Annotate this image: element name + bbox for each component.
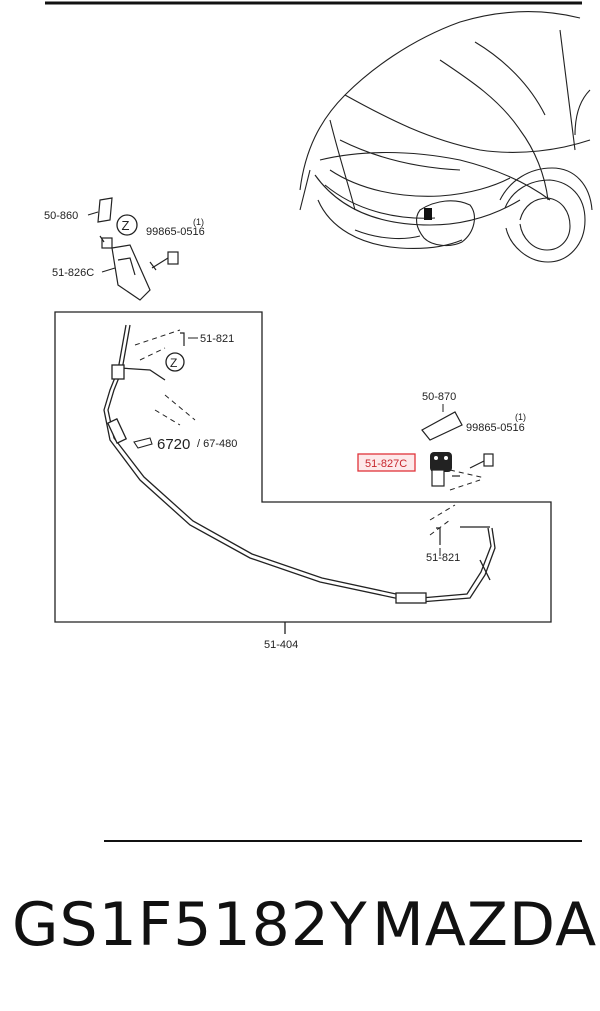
cover-50-870 xyxy=(421,411,463,441)
part-number: GS1F5182Y xyxy=(12,890,368,960)
label-51-821-lower: 51-821 xyxy=(426,552,460,564)
nozzle-51-827c xyxy=(430,452,460,487)
bolt-top xyxy=(149,251,179,271)
zoom-marker-middle: Z xyxy=(165,352,185,372)
svg-text:Z: Z xyxy=(170,356,177,370)
brand-name: MAZDA xyxy=(372,890,598,960)
label-bolt-top-qty: (1) xyxy=(193,217,204,227)
clip-51-821-upper xyxy=(180,332,185,346)
label-51-404: 51-404 xyxy=(264,639,298,651)
bracket-50-860 xyxy=(87,197,113,223)
nozzle-51-826c xyxy=(99,235,151,301)
label-bolt-top-part: 99865-0516 xyxy=(146,226,205,238)
label-50-870: 50-870 xyxy=(422,391,456,403)
label-bolt-right-part: 99865-0516 xyxy=(466,422,525,434)
label-6720: 6720 xyxy=(157,436,190,453)
dashed-leaders xyxy=(134,329,486,536)
car-front-illustration xyxy=(299,11,593,263)
label-51-821-upper: 51-821 xyxy=(200,333,234,345)
label-67-480: / 67-480 xyxy=(197,438,237,450)
clip-51-821-lower xyxy=(436,527,441,545)
label-bolt-right-qty: (1) xyxy=(515,412,526,422)
hose-group-border xyxy=(54,311,552,623)
grommet-ref-icon xyxy=(133,437,153,449)
svg-text:Z: Z xyxy=(122,218,130,233)
label-51-827c: 51-827C xyxy=(365,458,407,470)
washer-hose-51-404 xyxy=(103,324,496,604)
bolt-right xyxy=(469,453,494,469)
zoom-marker-top: Z xyxy=(116,214,138,236)
label-51-826c: 51-826C xyxy=(52,267,94,279)
highlight-box-51-827c xyxy=(357,453,416,472)
car-nozzle-marker xyxy=(424,208,432,220)
label-50-860: 50-860 xyxy=(44,210,78,222)
